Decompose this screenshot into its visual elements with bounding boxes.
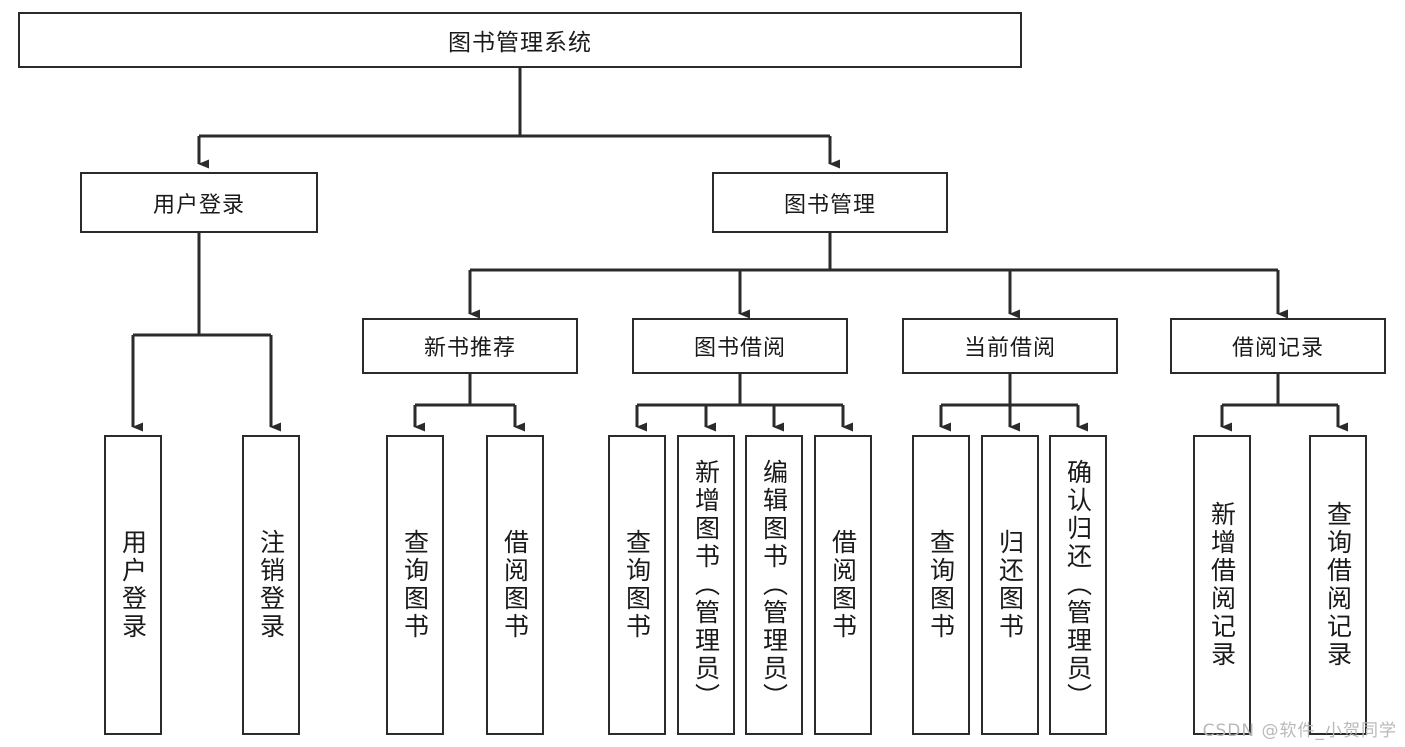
leaf-label: 借阅图书 [500,529,530,641]
leaf-label: 用户登录 [118,529,148,641]
node-new-book-recommend-label: 新书推荐 [423,336,516,361]
leaf-user-login-login[interactable]: 用户登录 [104,435,162,735]
leaf-borrow-record-query[interactable]: 查询借阅记录 [1309,435,1367,735]
node-new-book-recommend[interactable]: 新书推荐 [362,318,578,374]
leaf-label: 新增借阅记录 [1207,501,1237,669]
leaf-label: 新增图书（管理员） [691,459,721,711]
leaf-label: 注销登录 [256,529,286,641]
node-borrow-record-label: 借阅记录 [1231,336,1324,361]
leaf-label: 查询图书 [400,529,430,641]
node-user-login[interactable]: 用户登录 [80,172,318,233]
node-root-label: 图书管理系统 [448,30,592,56]
node-book-borrow[interactable]: 图书借阅 [632,318,848,374]
leaf-label: 确认归还（管理员） [1063,459,1093,711]
leaf-label: 编辑图书（管理员） [759,459,789,711]
leaf-label: 查询图书 [622,529,652,641]
leaf-borrow-record-add[interactable]: 新增借阅记录 [1193,435,1251,735]
leaf-book-borrow-add[interactable]: 新增图书（管理员） [677,435,735,735]
node-user-login-label: 用户登录 [152,192,245,218]
leaf-user-login-logout[interactable]: 注销登录 [242,435,300,735]
node-root-system[interactable]: 图书管理系统 [18,12,1022,68]
node-book-borrow-label: 图书借阅 [693,336,786,361]
node-book-management[interactable]: 图书管理 [712,172,948,233]
leaf-label: 归还图书 [995,529,1025,641]
leaf-new-book-query[interactable]: 查询图书 [386,435,444,735]
leaf-label: 查询图书 [926,529,956,641]
leaf-current-borrow-return[interactable]: 归还图书 [981,435,1039,735]
node-book-management-label: 图书管理 [783,192,876,218]
node-borrow-record[interactable]: 借阅记录 [1170,318,1386,374]
leaf-current-borrow-query[interactable]: 查询图书 [912,435,970,735]
leaf-new-book-borrow[interactable]: 借阅图书 [486,435,544,735]
node-current-borrow[interactable]: 当前借阅 [902,318,1118,374]
leaf-book-borrow-borrow[interactable]: 借阅图书 [814,435,872,735]
csdn-watermark: CSDN @软件_小贺同学 [1202,721,1397,741]
leaf-label: 借阅图书 [828,529,858,641]
leaf-book-borrow-edit[interactable]: 编辑图书（管理员） [745,435,803,735]
leaf-current-borrow-confirm[interactable]: 确认归还（管理员） [1049,435,1107,735]
leaf-label: 查询借阅记录 [1323,501,1353,669]
leaf-book-borrow-query[interactable]: 查询图书 [608,435,666,735]
node-current-borrow-label: 当前借阅 [963,336,1056,361]
